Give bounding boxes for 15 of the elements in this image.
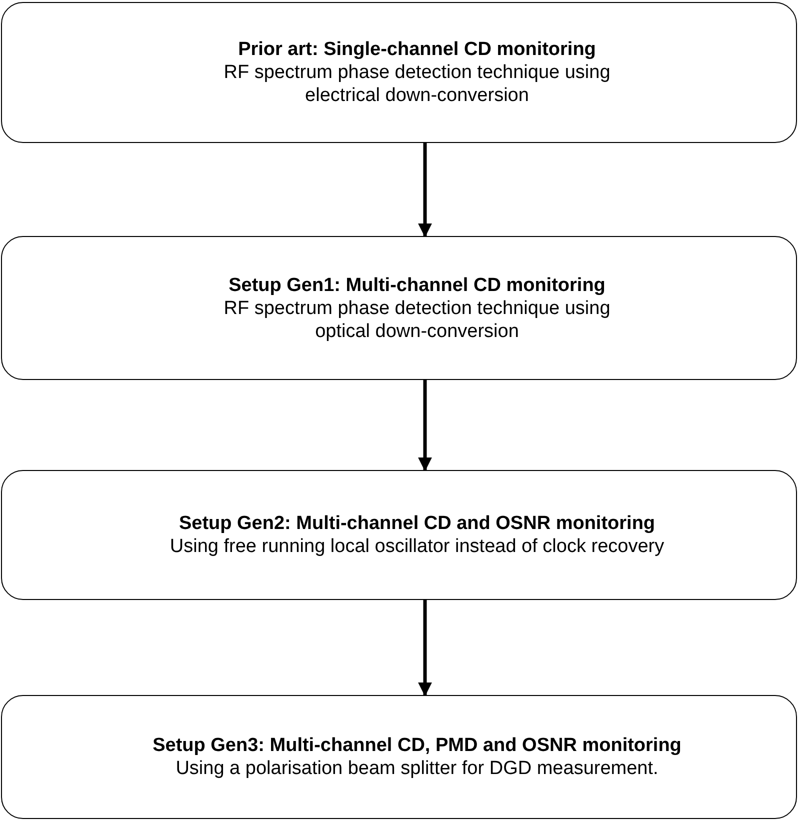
process-box — [1, 470, 797, 600]
box-heading: Setup Gen1: Multi-channel CD monitoring — [228, 274, 606, 296]
box-description: Using a polarisation beam splitter for DGD measurement. — [176, 757, 658, 780]
process-box — [1, 2, 797, 143]
box-heading: Prior art: Single-channel CD monitoring — [238, 38, 596, 61]
arrow — [418, 380, 432, 472]
arrow — [418, 143, 432, 238]
box-description: RF spectrum phase detection technique using optical down-conversion — [222, 296, 612, 342]
box-heading: Setup Gen2: Multi-channel CD and OSNR monitoring — [178, 512, 656, 535]
arrow — [418, 600, 432, 696]
process-box — [1, 695, 797, 819]
process-box — [1, 236, 797, 380]
box-heading: Setup Gen3: Multi-channel CD, PMD and OSNR monitoring — [152, 734, 682, 757]
box-description: RF spectrum phase detection technique using electrical down-conversion — [222, 61, 612, 107]
box-description: Using free running local oscillator instead of clock recovery — [170, 535, 664, 558]
